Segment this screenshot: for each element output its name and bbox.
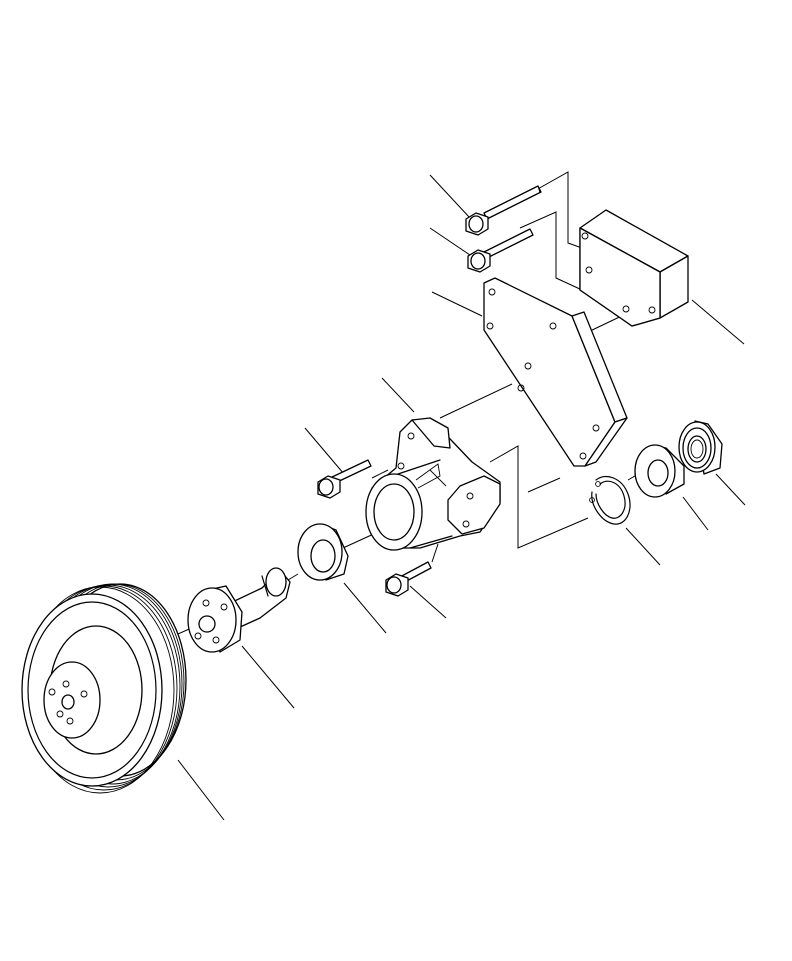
housing (365, 417, 501, 551)
leader-inner-bearing (682, 496, 709, 531)
leader-shaft-hub (241, 645, 295, 709)
center-line-hub-bearing (287, 573, 299, 581)
center-line-bolt-middle (519, 211, 583, 291)
leader-pulley (177, 759, 225, 821)
leader-bolt-middle (429, 227, 471, 256)
inner-bearing (634, 444, 685, 498)
leader-block (691, 299, 745, 345)
leader-bolt-side (304, 427, 345, 475)
center-line-lower-bolt (431, 543, 439, 563)
center-line-housing-plate (439, 383, 513, 419)
leader-bolt-upper (429, 174, 471, 219)
outer-bearing (297, 523, 349, 581)
leader-bolt-lower (409, 585, 447, 619)
mounting-plate (483, 277, 628, 467)
bolt-lower (385, 561, 432, 597)
bolt-upper (465, 185, 542, 236)
oil-seal (678, 420, 723, 475)
shaft-hub (187, 567, 291, 653)
leader-housing (381, 377, 415, 413)
leader-oil-seal (715, 473, 746, 506)
leader-snap-ring (625, 527, 661, 566)
bolt-middle (467, 228, 534, 273)
center-line-housing-ring (489, 445, 589, 549)
leader-plate (431, 291, 483, 317)
bolt-side (317, 459, 372, 499)
center-line-bolts (535, 171, 583, 249)
leader-outer-bearing (343, 582, 387, 634)
center-line-seal-block (527, 477, 561, 493)
center-line-bolt-housing (371, 469, 389, 479)
snap-ring (589, 475, 631, 525)
support-block (579, 209, 689, 327)
pulley (21, 583, 187, 794)
